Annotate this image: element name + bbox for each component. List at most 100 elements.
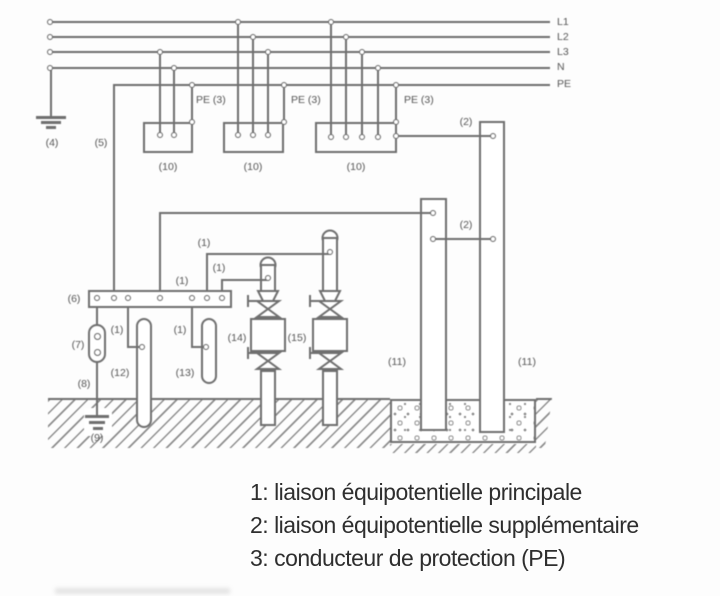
connection-node — [47, 34, 53, 40]
bus-label-l1: L1 — [557, 16, 569, 28]
conductor-line — [191, 308, 193, 347]
label-6: (6) — [67, 293, 81, 305]
conductor-line — [50, 51, 550, 53]
earth-symbol-source-mid — [41, 121, 61, 124]
label-1c: (1) — [175, 275, 189, 287]
label-10c: (10) — [346, 161, 366, 173]
label-1a: (1) — [197, 237, 211, 249]
conductor-line — [221, 280, 223, 291]
legend-line-1: 1: liaison équipotentielle principale — [250, 479, 582, 505]
connection-node — [235, 132, 241, 138]
conductor-line — [432, 238, 494, 240]
test-link-screw-top — [93, 332, 101, 340]
conductor-line — [50, 36, 550, 38]
label-1e: (1) — [173, 324, 187, 336]
connection-node — [281, 119, 287, 125]
connection-node — [111, 295, 117, 301]
conductor-line — [191, 346, 207, 348]
conductor-line — [191, 85, 193, 123]
label-8: (8) — [77, 378, 91, 390]
conductor-line — [127, 308, 129, 347]
conductor-line — [395, 85, 397, 123]
earth-symbol-source-low — [46, 126, 56, 129]
label-11a: (11) — [388, 356, 406, 368]
connection-node — [171, 65, 177, 71]
connection-node — [375, 65, 381, 71]
conductor-line — [361, 52, 363, 138]
connection-node — [189, 82, 195, 88]
bus-label-pe: PE — [557, 78, 572, 90]
label-2a: (2) — [459, 116, 473, 128]
foundation-bottom-hatch — [390, 444, 536, 453]
ground-hatch-right — [536, 398, 552, 448]
label-10b: (10) — [243, 161, 263, 173]
label-pe3-1: PE (3) — [196, 94, 226, 106]
label-11b: (11) — [518, 356, 536, 368]
appliance-15 — [309, 229, 348, 426]
conductor-line — [173, 68, 175, 136]
connection-node — [125, 295, 131, 301]
connection-node — [359, 134, 365, 140]
conductor-line — [206, 254, 208, 291]
connection-node — [204, 295, 210, 301]
scan-artifact — [55, 588, 230, 594]
connection-node — [235, 19, 241, 25]
legend-line-2: 2: liaison équipotentielle supplémentair… — [250, 512, 639, 538]
label-1d: (1) — [110, 324, 124, 336]
connection-node — [250, 34, 256, 40]
connection-node — [430, 210, 436, 216]
connection-node — [490, 236, 496, 242]
connection-node — [375, 134, 381, 140]
connection-node — [157, 295, 163, 301]
stub-pipe-13 — [201, 318, 217, 384]
conductor-line — [206, 253, 331, 255]
conductor-line — [159, 52, 161, 136]
connection-node — [47, 19, 53, 25]
conductor-line — [237, 22, 239, 136]
earthing-diagram: L1 L2 L3 N PE PE (3) PE (3) PE (3) (1) (… — [36, 16, 572, 453]
legend-line-3: 3: conducteur de protection (PE) — [250, 545, 566, 571]
conductor-line — [50, 68, 52, 117]
connection-node — [47, 49, 53, 55]
label-7: (7) — [71, 339, 85, 351]
conductor-line — [377, 68, 379, 138]
label-5: (5) — [94, 137, 108, 149]
connection-node — [265, 132, 271, 138]
conductor-line — [159, 212, 435, 214]
connection-node — [219, 295, 225, 301]
label-pe3-2: PE (3) — [291, 94, 321, 106]
label-14: (14) — [227, 332, 247, 344]
label-pe3-3: PE (3) — [404, 94, 434, 106]
connection-node — [203, 344, 209, 350]
connection-node — [328, 19, 334, 25]
label-1b: (1) — [212, 262, 226, 274]
buried-pipe-12 — [136, 318, 152, 428]
label-13: (13) — [175, 367, 195, 379]
appliance-14 — [247, 256, 286, 426]
bus-label-l3: L3 — [557, 46, 569, 58]
legend: 1: liaison équipotentielle principale 2:… — [250, 476, 639, 575]
connection-node — [171, 132, 177, 138]
label-9: (9) — [90, 432, 104, 444]
concrete-foundation — [390, 399, 536, 443]
conductor-line — [127, 346, 143, 348]
earth-electrode-9 — [85, 415, 109, 418]
label-12: (12) — [110, 367, 130, 379]
label-2b: (2) — [459, 219, 473, 231]
load-box-1 — [143, 122, 193, 153]
conductor-line — [221, 279, 269, 281]
connection-node — [343, 34, 349, 40]
conductor-line — [283, 85, 285, 123]
metal-column-right — [479, 121, 505, 433]
connection-node — [430, 236, 436, 242]
connection-node — [327, 249, 333, 255]
conductor-line — [252, 37, 254, 136]
connection-node — [94, 295, 100, 301]
connection-node — [139, 344, 145, 350]
test-link-screw-bottom — [93, 348, 101, 356]
metal-column-left — [420, 198, 447, 431]
test-link-7 — [88, 324, 106, 363]
conductor-line — [96, 308, 98, 325]
connection-node — [328, 134, 334, 140]
